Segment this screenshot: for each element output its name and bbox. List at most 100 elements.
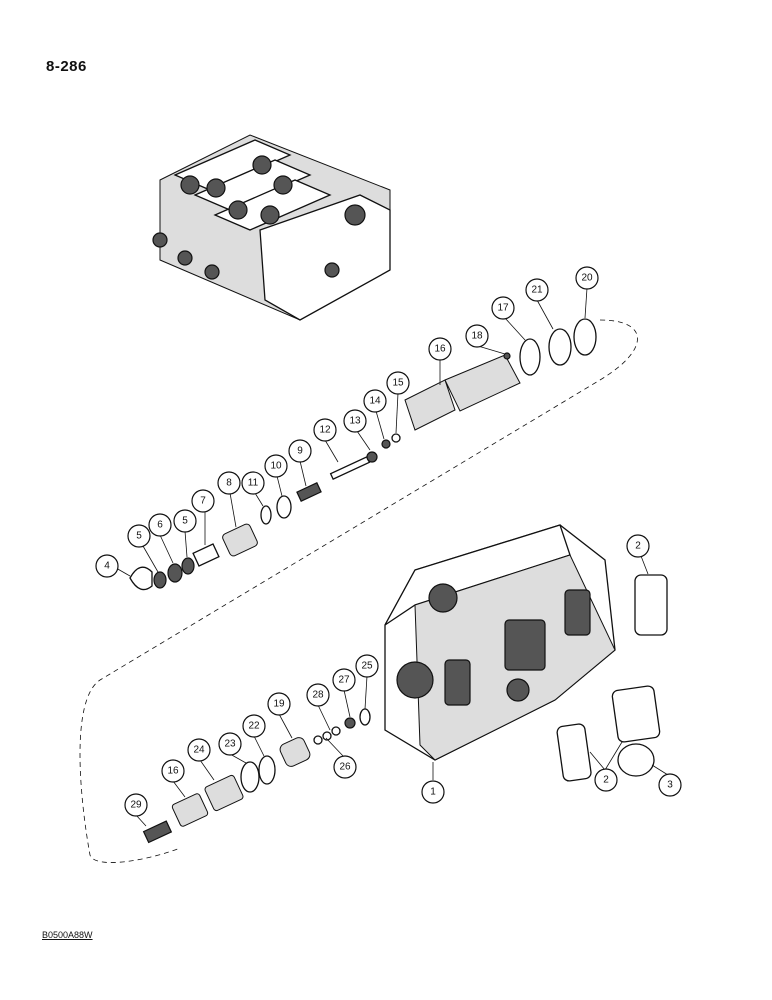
callout-4: 4	[95, 554, 119, 578]
svg-text:2: 2	[635, 541, 641, 552]
screw-7	[192, 543, 220, 567]
svg-text:3: 3	[667, 780, 673, 791]
gasket-upper	[634, 574, 668, 636]
ring-14	[381, 439, 391, 449]
svg-text:24: 24	[193, 745, 205, 756]
ring-28	[331, 726, 341, 736]
svg-text:14: 14	[369, 396, 381, 407]
svg-text:5: 5	[136, 531, 142, 542]
callout-1: 1	[421, 780, 445, 804]
backup-ring-21	[548, 328, 572, 366]
svg-text:2: 2	[603, 775, 609, 786]
leader-lines	[115, 287, 669, 827]
callout-3: 3	[658, 773, 682, 797]
ring-27	[344, 717, 356, 729]
svg-text:23: 23	[224, 739, 236, 750]
callout-19: 19	[267, 692, 291, 716]
callout-13: 13	[343, 409, 367, 433]
page-number: 8-286	[46, 58, 87, 75]
callout-21: 21	[525, 278, 549, 302]
callout-24: 24	[187, 738, 211, 762]
relief-valve-parts	[129, 318, 597, 591]
callout-2-upper: 2	[626, 534, 650, 558]
callout-5-left: 5	[127, 524, 151, 548]
o-ring-17	[519, 338, 541, 376]
callout-14: 14	[363, 389, 387, 413]
o-ring-11	[260, 505, 272, 525]
svg-text:1: 1	[430, 787, 436, 798]
svg-text:21: 21	[531, 285, 543, 296]
backup-ring-10	[276, 495, 292, 519]
callout-28: 28	[306, 683, 330, 707]
svg-text:17: 17	[497, 303, 509, 314]
sleeve-24	[204, 774, 244, 812]
svg-text:12: 12	[319, 425, 331, 436]
o-ring-20	[573, 318, 597, 356]
svg-text:27: 27	[338, 675, 350, 686]
spring-9	[296, 482, 322, 502]
callout-2-lower: 2	[594, 768, 618, 792]
svg-text:16: 16	[167, 766, 179, 777]
svg-text:9: 9	[297, 446, 303, 457]
callout-23: 23	[218, 732, 242, 756]
poppet-12	[329, 455, 371, 481]
assembly-guide-line	[79, 319, 638, 863]
svg-text:4: 4	[104, 561, 110, 572]
ring-26b	[322, 731, 332, 741]
o-ring-25	[359, 708, 371, 726]
callout-9: 9	[288, 439, 312, 463]
svg-text:22: 22	[248, 721, 260, 732]
callout-27: 27	[332, 668, 356, 692]
cartridge-16	[404, 354, 521, 431]
svg-text:19: 19	[273, 699, 285, 710]
piston-8	[222, 523, 258, 557]
plug-4	[129, 566, 153, 591]
svg-text:15: 15	[392, 378, 404, 389]
washer-5a	[153, 571, 167, 589]
valve-assembly-illustration	[152, 134, 391, 321]
ball-18	[503, 352, 511, 360]
svg-text:26: 26	[339, 762, 351, 773]
callout-16-upper: 16	[428, 337, 452, 361]
callout-26: 26	[333, 755, 357, 779]
callout-20: 20	[575, 266, 599, 290]
spring-29	[142, 820, 173, 844]
callout-7: 7	[191, 489, 215, 513]
callout-5-right: 5	[173, 509, 197, 533]
svg-text:11: 11	[248, 478, 259, 489]
svg-text:28: 28	[312, 690, 324, 701]
o-ring-15	[391, 433, 401, 443]
svg-text:18: 18	[471, 331, 483, 342]
gasket-lower-right	[611, 685, 661, 743]
callout-25: 25	[355, 654, 379, 678]
svg-text:6: 6	[157, 520, 163, 531]
ring-26a	[313, 735, 323, 745]
o-ring-3	[617, 743, 655, 777]
gasket-lower-left	[556, 723, 592, 782]
svg-text:7: 7	[200, 496, 206, 507]
callout-29: 29	[124, 793, 148, 817]
seat-13	[366, 451, 378, 463]
svg-text:16: 16	[434, 344, 446, 355]
svg-text:10: 10	[270, 461, 282, 472]
callout-15: 15	[386, 371, 410, 395]
svg-text:25: 25	[361, 661, 373, 672]
svg-text:20: 20	[581, 273, 593, 284]
callout-6: 6	[148, 513, 172, 537]
svg-text:29: 29	[130, 800, 142, 811]
callout-17: 17	[491, 296, 515, 320]
nut-6	[167, 563, 183, 583]
plug-16	[171, 793, 209, 827]
svg-text:8: 8	[226, 478, 232, 489]
poppet-19	[279, 737, 311, 767]
load-check-parts	[142, 708, 371, 844]
callout-12: 12	[313, 418, 337, 442]
svg-text:13: 13	[349, 416, 361, 427]
o-ring-22	[258, 755, 276, 785]
washer-5b	[181, 557, 195, 575]
callout-16-lower: 16	[161, 759, 185, 783]
valve-section-housing	[384, 524, 616, 761]
svg-text:5: 5	[182, 516, 188, 527]
drawing-code: B0500A88W	[42, 930, 93, 940]
